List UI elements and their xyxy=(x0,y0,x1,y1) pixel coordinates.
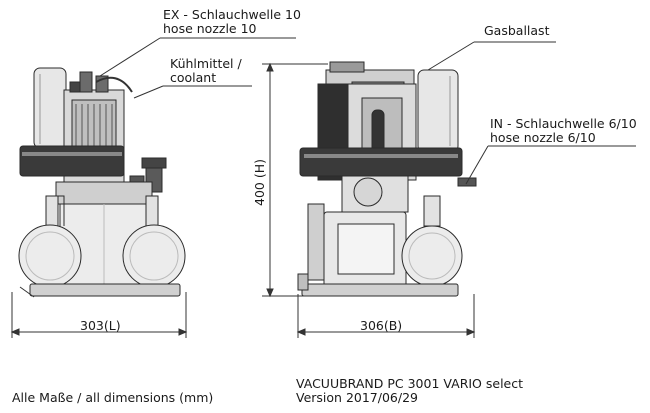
front-flask xyxy=(401,225,463,287)
motor-band xyxy=(19,145,125,177)
ex-label-line2: hose nozzle 10 xyxy=(163,21,257,36)
dim-height: 400 (H) xyxy=(252,159,267,206)
units-note: Alle Maße / all dimensions (mm) xyxy=(12,390,214,405)
model-name: VACUUBRAND PC 3001 VARIO select xyxy=(296,376,524,391)
gasballast-label: Gasballast xyxy=(484,23,550,38)
right-cylinder xyxy=(417,69,459,153)
dim-width-right: 306(B) xyxy=(360,318,403,333)
in-label: IN - Schlauchwelle 6/10 hose nozzle 6/10 xyxy=(490,117,637,145)
side-view xyxy=(18,67,186,298)
dim-width-left: 303(L) xyxy=(80,318,121,333)
in-label-line1: IN - Schlauchwelle 6/10 xyxy=(490,116,637,131)
front-view xyxy=(297,61,477,297)
version-text: Version 2017/06/29 xyxy=(296,390,418,405)
coolant-label-line1: Kühlmittel / xyxy=(170,56,242,71)
right-flask xyxy=(122,224,186,288)
ex-label-line1: EX - Schlauchwelle 10 xyxy=(163,7,301,22)
left-flask xyxy=(18,224,82,288)
coolant-label-line2: coolant xyxy=(170,70,217,85)
in-label-line2: hose nozzle 6/10 xyxy=(490,130,596,145)
left-cylinder xyxy=(33,67,67,149)
ex-label: EX - Schlauchwelle 10 hose nozzle 10 xyxy=(163,8,301,36)
coolant-label: Kühlmittel / coolant xyxy=(170,57,242,85)
